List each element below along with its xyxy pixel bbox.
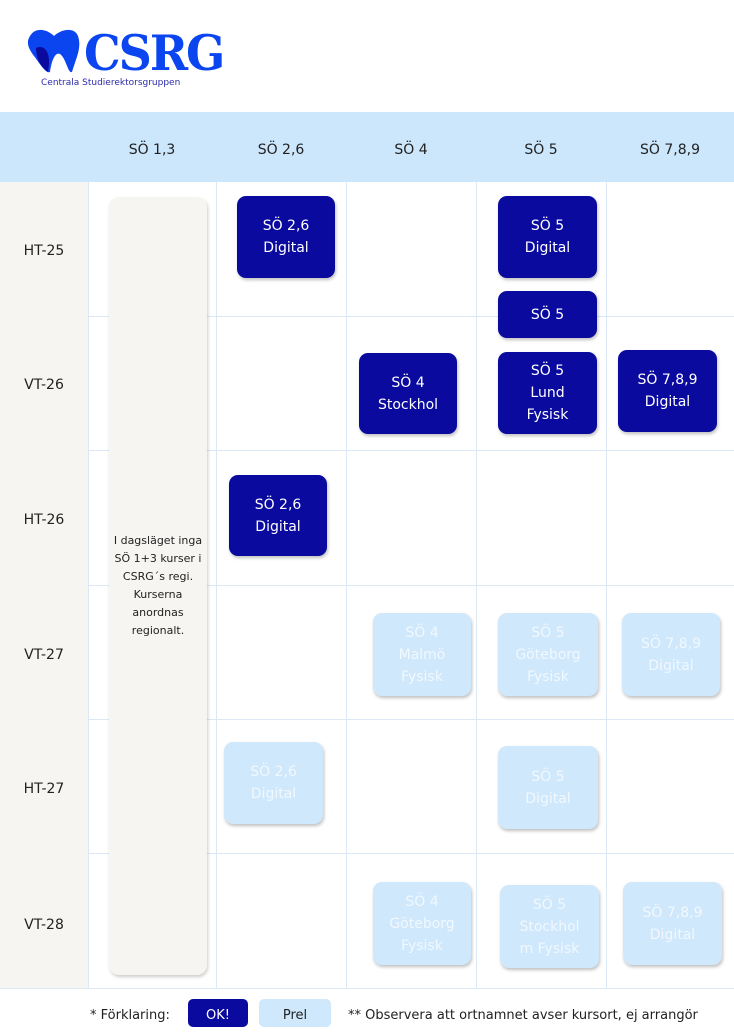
row-label: HT-25 xyxy=(0,182,88,317)
course-card-confirmed[interactable]: SÖ 2,6 Digital xyxy=(229,475,327,556)
course-card-confirmed[interactable]: SÖ 5 Digital xyxy=(498,196,597,278)
course-card-preliminary[interactable]: SÖ 7,8,9 Digital xyxy=(623,882,722,965)
column-header: SÖ 2,6 xyxy=(257,142,305,158)
grid-line xyxy=(88,853,734,854)
legend-observe-note: ** Observera att ortnamnet avser kursort… xyxy=(348,1008,698,1023)
row-label: VT-27 xyxy=(0,585,88,720)
column-header: SÖ 1,3 xyxy=(128,142,176,158)
grid-line xyxy=(0,988,734,989)
course-card-confirmed[interactable]: SÖ 2,6 Digital xyxy=(237,196,335,278)
course-card-confirmed[interactable]: SÖ 4 Stockhol xyxy=(359,353,457,434)
tooth-icon xyxy=(27,29,80,73)
legend-prel: Prel xyxy=(259,999,331,1027)
grid-line xyxy=(88,316,734,317)
row-label: VT-26 xyxy=(0,316,88,451)
row-label: VT-28 xyxy=(0,853,88,989)
course-card-preliminary[interactable]: SÖ 4 Göteborg Fysisk xyxy=(373,882,471,965)
column-header: SÖ 7,8,9 xyxy=(640,142,700,158)
course-card-confirmed[interactable]: SÖ 5 xyxy=(498,291,597,338)
row-label: HT-27 xyxy=(0,719,88,854)
grid-line xyxy=(88,585,734,586)
grid-line xyxy=(88,719,734,720)
course-card-preliminary[interactable]: SÖ 4 Malmö Fysisk xyxy=(373,613,471,696)
legend-label: * Förklaring: xyxy=(90,1008,170,1023)
column-header: SÖ 5 xyxy=(524,142,558,158)
course-card-preliminary[interactable]: SÖ 5 Göteborg Fysisk xyxy=(498,613,598,696)
grid-line xyxy=(88,450,734,451)
row-label: HT-26 xyxy=(0,450,88,586)
course-card-preliminary[interactable]: SÖ 5 Digital xyxy=(498,746,598,829)
so13-note: I dagsläget inga SÖ 1+3 kurser i CSRG´s … xyxy=(109,197,207,975)
course-card-preliminary[interactable]: SÖ 5 Stockhol m Fysisk xyxy=(500,885,599,968)
csrg-logo: CSRG Centrala Studierektorsgruppen xyxy=(26,25,225,88)
course-card-preliminary[interactable]: SÖ 7,8,9 Digital xyxy=(622,613,720,696)
logo-subtitle: Centrala Studierektorsgruppen xyxy=(41,78,181,88)
column-header: SÖ 4 xyxy=(394,142,428,158)
course-card-confirmed[interactable]: SÖ 7,8,9 Digital xyxy=(618,350,717,432)
legend-ok: OK! xyxy=(188,999,248,1027)
logo-text: CSRG xyxy=(84,24,225,82)
table-header xyxy=(0,112,734,182)
course-card-confirmed[interactable]: SÖ 5 Lund Fysisk xyxy=(498,352,597,434)
legend: * Förklaring: OK! Prel ** Observera att … xyxy=(0,999,734,1027)
course-card-preliminary[interactable]: SÖ 2,6 Digital xyxy=(224,742,323,824)
